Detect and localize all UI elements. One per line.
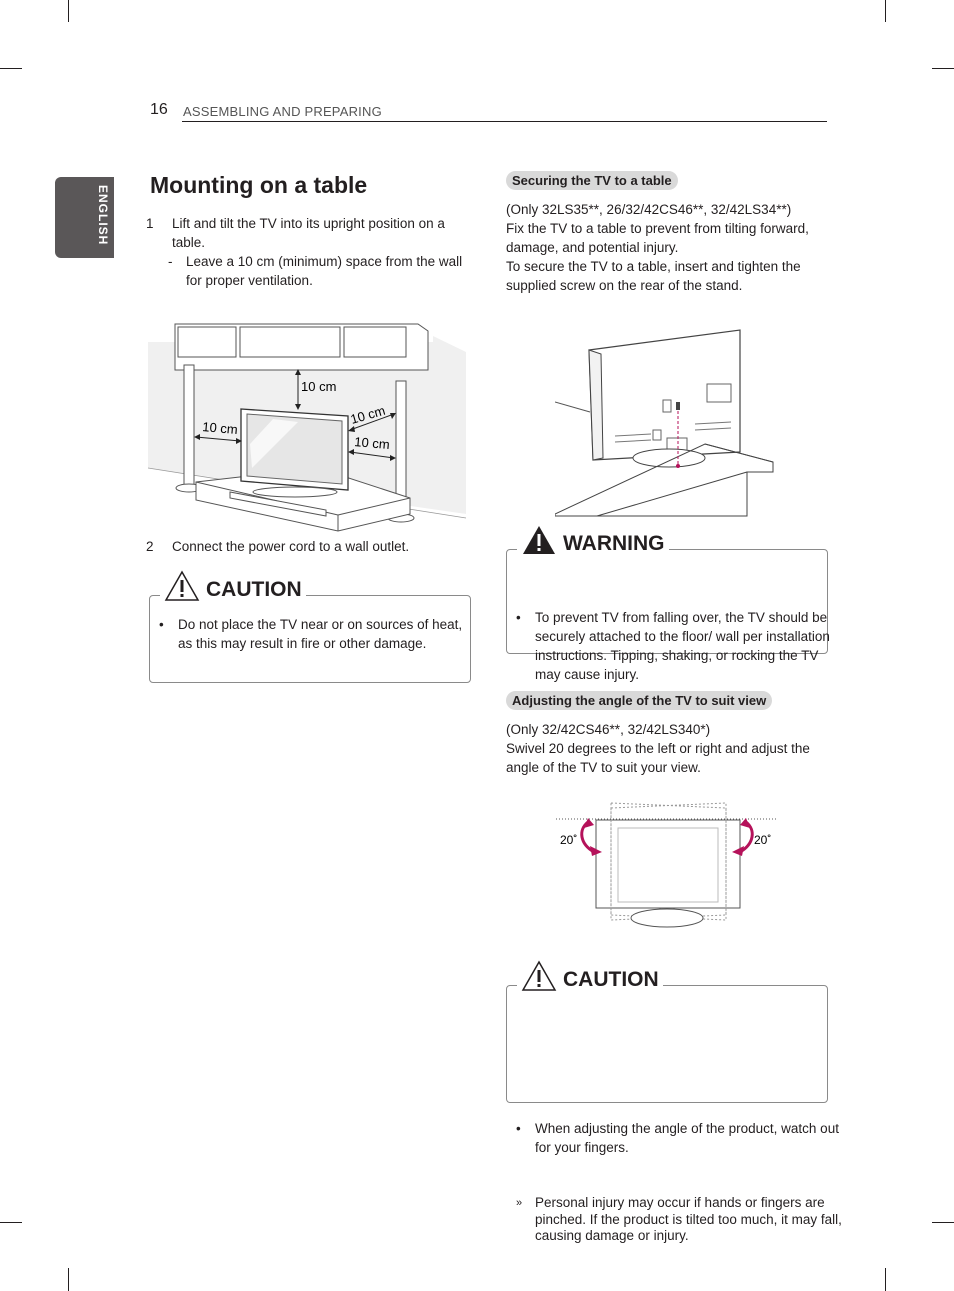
crop-mark [932, 68, 954, 69]
crop-mark [0, 1222, 22, 1223]
bullet: • [516, 1121, 521, 1136]
securing-para-2: To secure the TV to a table, insert and … [506, 259, 801, 293]
crop-mark [0, 68, 22, 69]
step-1-text: Lift and tilt the TV into its upright po… [172, 216, 445, 250]
step-1-dash: - [168, 254, 173, 269]
step-1: 1 Lift and tilt the TV into its upright … [146, 214, 466, 290]
caution-heading: CAUTION [160, 570, 306, 602]
caution-heading: CAUTION [517, 960, 663, 992]
step-2-text: Connect the power cord to a wall outlet. [172, 539, 410, 554]
securing-text: (Only 32LS35**, 26/32/42CS46**, 32/42LS3… [506, 200, 831, 295]
warning-item-text: To prevent TV from falling over, the TV … [535, 610, 830, 682]
crop-mark [885, 1268, 886, 1291]
warning-heading: WARNING [517, 524, 669, 556]
crop-mark [68, 0, 69, 22]
angle-left-label: 20˚ [560, 833, 577, 847]
caution-box [149, 595, 471, 683]
language-tab-label: ENGLISH [96, 185, 110, 246]
caution-subitem-text: Personal injury may occur if hands or fi… [535, 1195, 842, 1243]
caution-title: CAUTION [563, 968, 659, 991]
caution-item-text: When adjusting the angle of the product,… [535, 1121, 839, 1155]
securing-para-1: Fix the TV to a table to prevent from ti… [506, 221, 809, 255]
adjusting-para-1: Swivel 20 degrees to the left or right a… [506, 741, 810, 775]
caution-item: • When adjusting the angle of the produc… [509, 1119, 845, 1157]
header-rule [182, 121, 827, 122]
section-heading-adjusting: Adjusting the angle of the TV to suit vi… [506, 691, 773, 710]
swivel-diagram: 20˚ 20˚ [556, 802, 778, 928]
subitem-marker: » [516, 1197, 523, 1209]
adjusting-models: (Only 32/42CS46**, 32/42LS340*) [506, 722, 711, 737]
bullet: • [159, 617, 164, 632]
caution-box [506, 985, 828, 1103]
caution-item-text: Do not place the TV near or on sources o… [178, 617, 463, 651]
section-heading-securing: Securing the TV to a table [506, 171, 678, 190]
clearance-diagram: 10 cm 10 cm 10 cm 10 cm [148, 323, 466, 532]
securing-models: (Only 32LS35**, 26/32/42CS46**, 32/42LS3… [506, 202, 792, 217]
clearance-left-label: 10 cm [202, 419, 239, 437]
step-2: 2 Connect the power cord to a wall outle… [146, 537, 466, 556]
warning-triangle-icon [523, 526, 555, 554]
clearance-right-lower-label: 10 cm [354, 434, 391, 452]
bullet: • [516, 610, 521, 625]
adjusting-text: (Only 32/42CS46**, 32/42LS340*) Swivel 2… [506, 720, 831, 777]
section-title: ASSEMBLING AND PREPARING [183, 104, 382, 119]
step-1-number: 1 [146, 216, 154, 231]
caution-item: • Do not place the TV near or on sources… [152, 615, 468, 653]
warning-triangle-icon [521, 960, 557, 991]
caution-subitem: » Personal injury may occur if hands or … [509, 1195, 845, 1245]
warning-item: • To prevent TV from falling over, the T… [509, 608, 845, 684]
crop-mark [68, 1268, 69, 1291]
step-1-subitem: Leave a 10 cm (minimum) space from the w… [186, 254, 463, 288]
page-number: 16 [150, 101, 168, 118]
warning-title: WARNING [563, 532, 665, 555]
crop-mark [885, 0, 886, 22]
securing-diagram [555, 329, 774, 517]
crop-mark [932, 1222, 954, 1223]
warning-triangle-icon [164, 570, 200, 601]
step-2-number: 2 [146, 539, 154, 554]
clearance-top-label: 10 cm [301, 379, 336, 394]
angle-right-label: 20˚ [754, 833, 771, 847]
page-title: Mounting on a table [150, 172, 368, 198]
language-tab: ENGLISH [55, 177, 114, 258]
caution-title: CAUTION [206, 578, 302, 601]
